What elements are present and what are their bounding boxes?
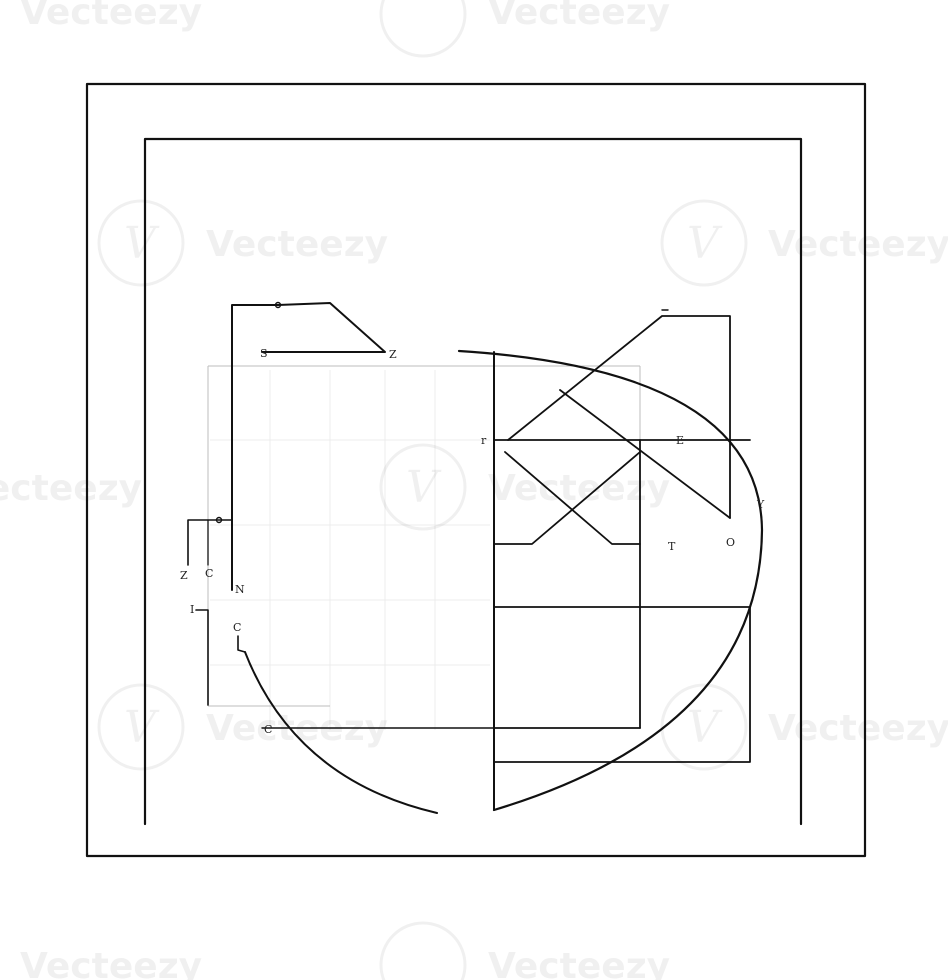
label-left-n: N	[235, 583, 245, 596]
watermark-text: Vecteezy	[768, 708, 948, 749]
vecteezy-logo-icon	[379, 0, 467, 58]
watermark-6: V Vecteezy	[660, 683, 948, 771]
watermark-text: Vecteezy	[20, 0, 202, 33]
central-block	[493, 351, 751, 811]
diagram-labels: S Z Z C N I C C r E Y T O	[180, 347, 765, 736]
watermark-4: Vecteezy	[0, 468, 142, 509]
outer-frame	[85, 82, 867, 858]
svg-text:V: V	[687, 218, 723, 269]
outer-arc	[457, 349, 764, 812]
watermark-9: Vecteezy	[379, 921, 670, 980]
label-right-o: O	[726, 536, 735, 549]
watermark-text: Vecteezy	[488, 468, 670, 509]
watermark-7: Vecteezy	[379, 0, 670, 58]
label-left-z: Z	[180, 569, 188, 582]
svg-text:V: V	[406, 462, 442, 513]
vecteezy-logo-icon	[97, 199, 185, 287]
watermark-text: Vecteezy	[20, 946, 202, 980]
watermark-text: Vecteezy	[488, 946, 670, 980]
watermark-8: Vecteezy	[20, 0, 202, 33]
label-mid-e: E	[676, 434, 684, 447]
inner-frame	[143, 137, 803, 826]
watermark-5: V Vecteezy	[97, 683, 388, 771]
watermark-3: V Vecteezy	[379, 443, 670, 531]
watermark-text: Vecteezy	[768, 224, 948, 265]
watermark-text: Vecteezy	[206, 224, 388, 265]
upper-right-cross	[507, 309, 731, 519]
background-grid	[210, 370, 490, 730]
label-mid-r: r	[481, 434, 487, 447]
label-right-y: Y	[756, 498, 765, 511]
vecteezy-logo-icon	[660, 199, 748, 287]
vecteezy-logo-icon	[379, 443, 467, 531]
svg-text:V: V	[687, 702, 723, 753]
watermark-2: V Vecteezy	[660, 199, 948, 287]
watermark-text: Vecteezy	[0, 468, 142, 509]
reference-rectangle	[207, 365, 641, 707]
label-top-s: S	[260, 347, 268, 360]
watermark-text: Vecteezy	[206, 708, 388, 749]
label-left-c: C	[205, 567, 213, 580]
watermark-10: Vecteezy	[20, 946, 202, 980]
vecteezy-logo-icon	[97, 683, 185, 771]
vecteezy-logo-icon	[379, 921, 467, 980]
vecteezy-logo-icon	[660, 683, 748, 771]
watermark-1: V Vecteezy	[97, 199, 388, 287]
svg-text:V: V	[124, 702, 160, 753]
label-top-z: Z	[389, 348, 397, 361]
label-right-t: T	[668, 540, 676, 553]
label-left-i: I	[190, 603, 194, 616]
label-bottom-c: C	[264, 723, 272, 736]
watermark-text: Vecteezy	[488, 0, 670, 33]
label-left-c2: C	[233, 621, 241, 634]
svg-text:V: V	[124, 218, 160, 269]
left-wiring	[187, 301, 495, 814]
